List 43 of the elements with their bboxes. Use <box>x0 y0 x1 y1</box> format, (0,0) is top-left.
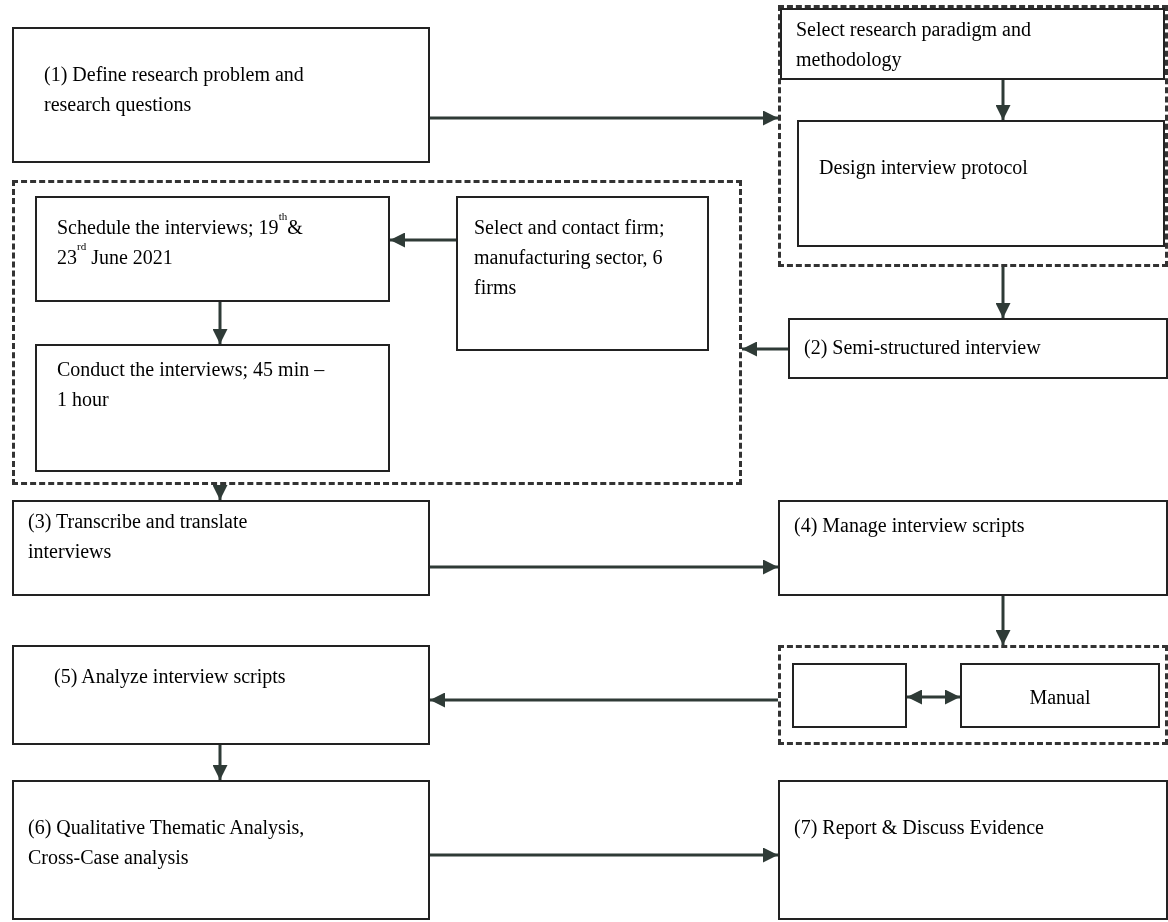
process-box <box>12 780 430 920</box>
step-label: Manual <box>1028 685 1092 710</box>
dashed-group-box <box>778 5 1168 267</box>
process-box <box>456 196 709 351</box>
step-label: Design interview protocol <box>819 155 1029 181</box>
process-box <box>12 500 430 596</box>
step-label: Schedule the interviews; 19$^{th}$& 23$^{rd}$ June 2021 <box>57 212 304 270</box>
step-label: (5) Analyze interview scripts <box>54 664 287 690</box>
step-label: (1) Define research problem and research questions <box>44 62 305 118</box>
arrow <box>430 110 778 126</box>
step-label: Conduct the interviews; 45 min – 1 hour <box>57 357 326 412</box>
step-label: (2) Semi-structured interview <box>804 335 1042 361</box>
arrow <box>995 596 1011 645</box>
process-box <box>960 663 1160 728</box>
arrow <box>430 692 778 708</box>
arrow <box>390 232 456 248</box>
process-box <box>780 8 1165 80</box>
arrow <box>995 267 1011 318</box>
process-box <box>12 27 430 163</box>
process-box <box>35 196 390 302</box>
step-label: Select and contact firm; manufacturing sector, 6 firms <box>474 215 666 300</box>
empty-box <box>792 663 907 728</box>
step-label: Select research paradigm and methodology <box>796 17 1032 73</box>
arrow <box>212 485 228 500</box>
arrow <box>995 80 1011 120</box>
step-label: (6) Qualitative Thematic Analysis, Cross-Case analysis <box>28 815 306 871</box>
arrow <box>430 847 778 863</box>
arrow <box>742 341 788 357</box>
process-box <box>797 120 1165 247</box>
arrow <box>212 745 228 780</box>
process-box <box>788 318 1168 379</box>
step-label: (3) Transcribe and translate interviews <box>28 509 249 564</box>
step-label: (4) Manage interview scripts <box>794 513 1026 539</box>
arrow <box>212 302 228 344</box>
process-box <box>778 780 1168 920</box>
arrow <box>430 559 778 575</box>
dashed-group-box <box>12 180 742 485</box>
process-box <box>778 500 1168 596</box>
process-box <box>12 645 430 745</box>
step-label: (7) Report & Discuss Evidence <box>794 815 1045 841</box>
dashed-group-box <box>778 645 1168 745</box>
arrow <box>907 689 960 705</box>
process-box <box>35 344 390 472</box>
